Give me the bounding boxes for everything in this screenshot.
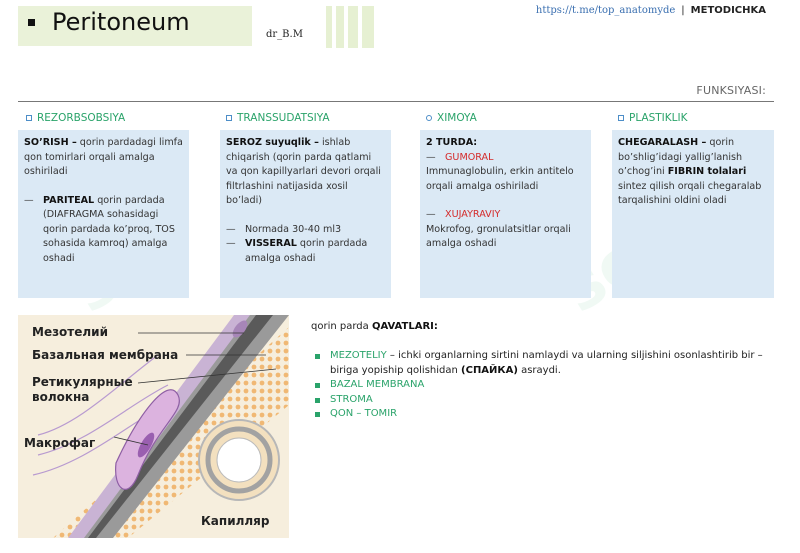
column-title: XIMOYA <box>437 112 477 124</box>
square-bullet-icon <box>26 115 32 121</box>
dash-icon: — <box>226 223 236 235</box>
square-bullet-icon <box>315 397 320 403</box>
subtype-heading: — GUMORAL <box>426 151 585 166</box>
lead-text: qorin bo’shlig’idagi yallig’lanish o’cho… <box>618 137 743 177</box>
layer-desc-bold: (СПАЙКА) <box>461 364 518 376</box>
square-bullet-icon <box>618 115 624 121</box>
layers-list: MEZOTELIY – ichki organlarning sirtini n… <box>315 349 770 422</box>
column-heading-rezorbsobsiya: REZORBSOBSIYA <box>26 112 125 124</box>
page-title: Peritoneum <box>52 8 190 36</box>
lead-bold: CHEGARALASH – <box>618 137 707 148</box>
column-title: REZORBSOBSIYA <box>37 112 126 124</box>
layers-title: qorin parda QAVATLARI: <box>311 321 438 332</box>
square-bullet-icon <box>315 412 320 417</box>
decorative-bar <box>336 6 344 48</box>
dash-icon: — <box>426 151 436 163</box>
card-lead: SO’RISH – qorin pardadagi limfa qon tomi… <box>24 136 183 180</box>
subtype-text: Mokrofog, gronulatsitlar orqali amalga o… <box>426 223 571 250</box>
item-bold: VISSERAL <box>245 238 297 249</box>
title-bar <box>18 6 252 46</box>
column-title: PLASTIKLIK <box>629 112 688 124</box>
list-item: — Normada 30-40 ml3 <box>226 223 385 238</box>
decorative-bar <box>348 6 358 48</box>
peritoneum-diagram <box>32 315 289 538</box>
layer-name: QON – TOMIR <box>330 408 398 419</box>
circle-bullet-icon <box>426 115 432 121</box>
header-separator: | <box>681 5 685 16</box>
card-transsudatsiya: SEROZ suyuqlik – ishlab chiqarish (qorin… <box>220 130 391 298</box>
list-item: — VISSERAL qorin pardada amalga oshadi <box>226 237 385 266</box>
lead-bold: FIBRIN tolalari <box>667 166 747 177</box>
dash-icon: — <box>24 194 34 206</box>
label-reticular-fibers: Ретикулярные <box>32 375 133 389</box>
label-mesothelium: Мезотелий <box>32 325 108 339</box>
square-bullet-icon <box>315 383 320 388</box>
column-title: TRANSSUDATSIYA <box>237 112 330 124</box>
item-text: qorin pardada (DIAFRAGMA sohasidagi qori… <box>43 194 175 264</box>
list-item: QON – TOMIR <box>315 407 770 422</box>
subtype-text: Immunaglobulin, erkin antitelo orqali am… <box>426 166 574 192</box>
layer-name: STROMA <box>330 393 373 405</box>
author-label: dr_B.M <box>266 29 303 40</box>
column-heading-ximoya: XIMOYA <box>426 112 477 124</box>
layer-desc: – ichki organlarning sirtini namlaydi va… <box>330 350 763 376</box>
item-text: qorin pardada amalga oshadi <box>245 238 368 264</box>
dash-icon: — <box>226 238 236 249</box>
label-basal-membrane: Базальная мембрана <box>32 348 179 362</box>
layers-title-prefix: qorin parda <box>311 321 372 332</box>
decorative-bar <box>362 6 374 48</box>
card-lead: SEROZ suyuqlik – ishlab chiqarish (qorin… <box>226 136 385 209</box>
subtype-title: GUMORAL <box>445 151 494 163</box>
item-bold: PARITEAL <box>43 194 95 206</box>
subtype-heading: — XUJAYRAVIY <box>426 208 585 223</box>
square-bullet-icon <box>315 354 320 359</box>
card-rezorbsobsiya: SO’RISH – qorin pardadagi limfa qon tomi… <box>18 130 189 298</box>
list-item: BAZAL MEMBRANA <box>315 378 770 393</box>
title-bullet-icon <box>28 19 35 26</box>
lead-bold: SEROZ suyuqlik – <box>226 137 319 148</box>
dash-icon: — <box>426 209 436 220</box>
lead-bold: 2 TURDA: <box>426 137 478 148</box>
item-text: Normada 30-40 ml3 <box>245 223 342 235</box>
square-bullet-icon <box>226 115 232 121</box>
layer-name: BAZAL MEMBRANA <box>330 379 425 390</box>
lead-bold: SO’RISH – <box>24 137 77 148</box>
decorative-bar <box>326 6 332 48</box>
label-capillary: Капилляр <box>201 514 270 528</box>
functions-heading: FUNKSIYASI: <box>696 84 766 97</box>
card-lead: CHEGARALASH – qorin bo’shlig’idagi yalli… <box>618 136 768 209</box>
section-divider <box>18 101 774 102</box>
card-lead: 2 TURDA: <box>426 136 585 151</box>
layers-title-bold: QAVATLARI: <box>371 321 438 332</box>
layer-name: MEZOTELIY <box>330 350 387 361</box>
lead-text: ishlab chiqarish (qorin parda qatlami va… <box>226 137 381 206</box>
peritoneum-illustration: Мезотелий Базальная мембрана Ретикулярны… <box>18 315 289 538</box>
header-right: https://t.me/top_anatomyde | METODICHKA <box>536 5 766 16</box>
column-heading-transsudatsiya: TRANSSUDATSIYA <box>226 112 330 124</box>
column-heading-plastiklik: PLASTIKLIK <box>618 112 688 124</box>
card-ximoya: 2 TURDA: — GUMORAL Immunaglobulin, erkin… <box>420 130 591 298</box>
lead-text: sintez qilish orqali chegaralab tarqalis… <box>618 180 762 207</box>
label-reticular-fibers-2: волокна <box>32 390 90 404</box>
subtype-title: XUJAYRAVIY <box>445 209 501 220</box>
lead-text: qorin pardadagi limfa qon tomirlari orqa… <box>24 137 183 177</box>
layer-desc: asraydi. <box>517 364 561 376</box>
list-item: MEZOTELIY – ichki organlarning sirtini n… <box>315 349 770 378</box>
list-item: STROMA <box>315 393 770 408</box>
label-macrophage: Макрофаг <box>24 436 96 450</box>
card-plastiklik: CHEGARALASH – qorin bo’shlig’idagi yalli… <box>612 130 774 298</box>
methodichka-label: METODICHKA <box>690 5 766 16</box>
telegram-link[interactable]: https://t.me/top_anatomyde <box>535 5 676 16</box>
list-item: — PARITEAL qorin pardada (DIAFRAGMA soha… <box>24 194 183 267</box>
